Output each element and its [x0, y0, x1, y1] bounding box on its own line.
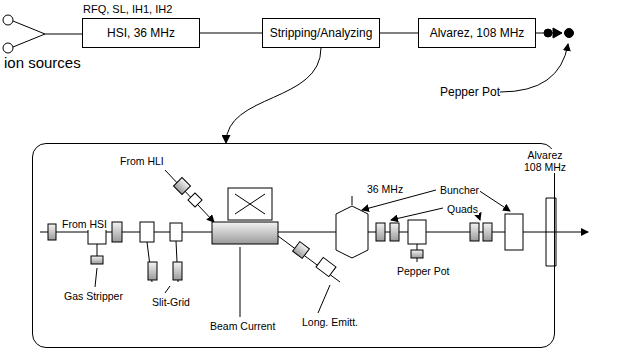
part-label: Quads [446, 203, 479, 215]
part-label: Buncher [439, 184, 480, 196]
part-label: Alvarez 108 MHz [521, 149, 569, 173]
connector [380, 33, 418, 34]
part-label: From HLI [119, 155, 165, 167]
detail-inset: From HLI36 MHzBuncherAlvarez 108 MHzQuad… [32, 143, 555, 348]
box-label: Stripping/Analyzing [270, 26, 373, 40]
process-box: RFQ, SL, IH1, IH2HSI, 36 MHz [82, 18, 200, 48]
part-label: Long. Emitt. [301, 316, 359, 328]
annotation-label: ion sources [4, 54, 81, 71]
part-label: 36 MHz [366, 183, 404, 195]
process-box: Alvarez, 108 MHz [418, 18, 536, 48]
part-label: Slit-Grid [151, 296, 191, 308]
part-label: From HSI [61, 218, 108, 230]
part-label: Beam Current [209, 320, 276, 332]
annotation-label: Pepper Pot [440, 85, 500, 99]
part-label: Pepper Pot [396, 265, 451, 277]
part-label: Gas Stripper [63, 290, 124, 302]
box-label: HSI, 36 MHz [107, 26, 175, 40]
box-label: Alvarez, 108 MHz [430, 26, 525, 40]
connector [200, 33, 262, 34]
box-heading: RFQ, SL, IH1, IH2 [83, 3, 172, 16]
connector [226, 48, 321, 143]
process-box: Stripping/Analyzing [262, 18, 380, 48]
